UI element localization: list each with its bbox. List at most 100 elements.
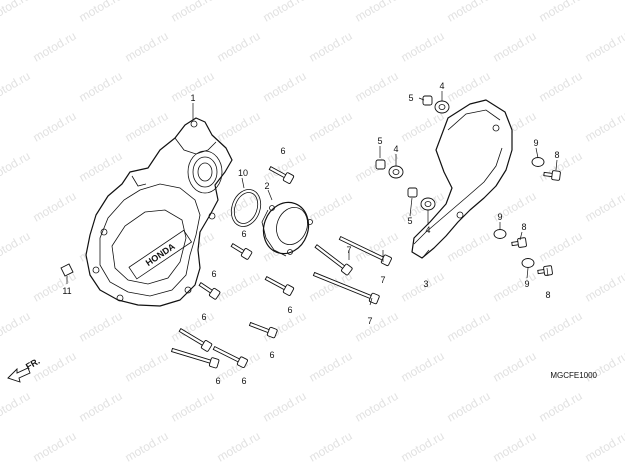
bolt-6h[interactable] — [212, 345, 248, 368]
watermark-text: motod.ru — [0, 389, 33, 425]
watermark-text: motod.ru — [399, 349, 447, 385]
watermark-text: motod.ru — [583, 189, 625, 225]
watermark-text: motod.ru — [215, 349, 263, 385]
bolt-7b[interactable] — [338, 235, 392, 267]
callout-6d: 6 — [287, 305, 292, 315]
bolt-6a[interactable] — [268, 165, 295, 184]
watermark-text: motod.ru — [307, 109, 355, 145]
callout-7a: 7 — [346, 245, 351, 255]
watermark-text: motod.ru — [353, 69, 401, 105]
bolt-6b[interactable] — [230, 243, 253, 260]
washer-9b[interactable] — [493, 229, 507, 239]
watermark-text: motod.ru — [169, 389, 217, 425]
watermark-text: motod.ru — [445, 0, 493, 25]
callout-4b: 4 — [393, 144, 398, 154]
watermark-text: motod.ru — [445, 389, 493, 425]
callout-4c: 4 — [425, 225, 430, 235]
callout-2: 2 — [264, 181, 269, 191]
callout-9c: 9 — [524, 279, 529, 289]
bolt-8a[interactable] — [543, 170, 561, 181]
washer-9c[interactable] — [521, 258, 535, 268]
watermark-text: motod.ru — [31, 29, 79, 65]
callout-6h: 6 — [241, 376, 246, 386]
watermark-text: motod.ru — [0, 149, 33, 185]
watermark-text: motod.ru — [0, 69, 33, 105]
watermark-text: motod.ru — [215, 269, 263, 305]
callout-8b: 8 — [521, 222, 526, 232]
watermark-text: motod.ru — [261, 69, 309, 105]
watermark-text: motod.ru — [31, 109, 79, 145]
watermark-text: motod.ru — [307, 429, 355, 465]
collar-5b[interactable] — [375, 159, 386, 170]
callout-5b: 5 — [377, 136, 382, 146]
callout-4a: 4 — [439, 81, 444, 91]
watermark-text: motod.ru — [583, 429, 625, 465]
watermark-text: motod.ru — [537, 389, 585, 425]
callout-8a: 8 — [554, 150, 559, 160]
inspection-cover[interactable] — [256, 196, 315, 260]
callout-5a: 5 — [408, 93, 413, 103]
watermark-text: motod.ru — [307, 189, 355, 225]
watermark-text: motod.ru — [537, 229, 585, 265]
watermark-text: motod.ru — [399, 29, 447, 65]
watermark-text: motod.ru — [0, 0, 33, 25]
watermark-text: motod.ru — [491, 349, 539, 385]
watermark-text: motod.ru — [491, 429, 539, 465]
watermark-text: motod.ru — [123, 29, 171, 65]
callout-8c: 8 — [545, 290, 550, 300]
watermark-text: motod.ru — [215, 429, 263, 465]
callout-6g: 6 — [215, 376, 220, 386]
callout-6a: 6 — [280, 146, 285, 156]
bolt-6g[interactable] — [170, 347, 220, 369]
watermark-text: motod.ru — [307, 29, 355, 65]
watermark-text: motod.ru — [353, 389, 401, 425]
bolt-7c[interactable] — [312, 271, 380, 305]
washer-9a[interactable] — [531, 157, 545, 167]
grommet-4a[interactable] — [434, 100, 450, 114]
watermark-text: motod.ru — [261, 389, 309, 425]
bolt-7a[interactable] — [314, 244, 353, 276]
crankcase-cover[interactable]: HONDA — [85, 117, 233, 307]
watermark-text: motod.ru — [31, 189, 79, 225]
collar-5c[interactable] — [407, 187, 418, 198]
bolt-8b[interactable] — [511, 237, 527, 248]
callout-9b: 9 — [497, 212, 502, 222]
watermark-text: motod.ru — [0, 229, 33, 265]
watermark-text: motod.ru — [399, 429, 447, 465]
watermark-text: motod.ru — [77, 0, 125, 25]
collar-5a[interactable] — [422, 95, 433, 106]
watermark-text: motod.ru — [169, 0, 217, 25]
callout-7b: 7 — [380, 275, 385, 285]
bolt-8c[interactable] — [537, 265, 553, 276]
callout-6e: 6 — [201, 312, 206, 322]
watermark-text: motod.ru — [445, 69, 493, 105]
callout-5c: 5 — [407, 216, 412, 226]
watermark-text: motod.ru — [491, 29, 539, 65]
watermark-text: motod.ru — [537, 309, 585, 345]
watermark-text: motod.ru — [583, 29, 625, 65]
watermark-text: motod.ru — [77, 69, 125, 105]
grommet-4b[interactable] — [388, 165, 404, 179]
callout-7c: 7 — [367, 316, 372, 326]
watermark-text: motod.ru — [353, 309, 401, 345]
watermark-text: motod.ru — [583, 269, 625, 305]
callout-3: 3 — [423, 279, 428, 289]
bolt-6d[interactable] — [264, 275, 295, 296]
watermark-text: motod.ru — [123, 429, 171, 465]
callout-9a: 9 — [533, 138, 538, 148]
watermark-text: motod.ru — [123, 109, 171, 145]
watermark-text: motod.ru — [215, 29, 263, 65]
grommet-4c[interactable] — [420, 197, 436, 211]
sprocket-cover[interactable] — [411, 99, 513, 259]
bolt-6c[interactable] — [198, 282, 221, 300]
o-ring[interactable] — [226, 185, 265, 230]
bolt-6e[interactable] — [178, 328, 213, 352]
watermark-text: motod.ru — [77, 149, 125, 185]
watermark-text: motod.ru — [0, 309, 33, 345]
flange-bolts[interactable] — [170, 165, 561, 369]
bolt-11[interactable] — [60, 263, 74, 277]
bolt-6f[interactable] — [248, 321, 278, 339]
watermark-text: motod.ru — [491, 269, 539, 305]
callout-11: 11 — [62, 286, 71, 296]
